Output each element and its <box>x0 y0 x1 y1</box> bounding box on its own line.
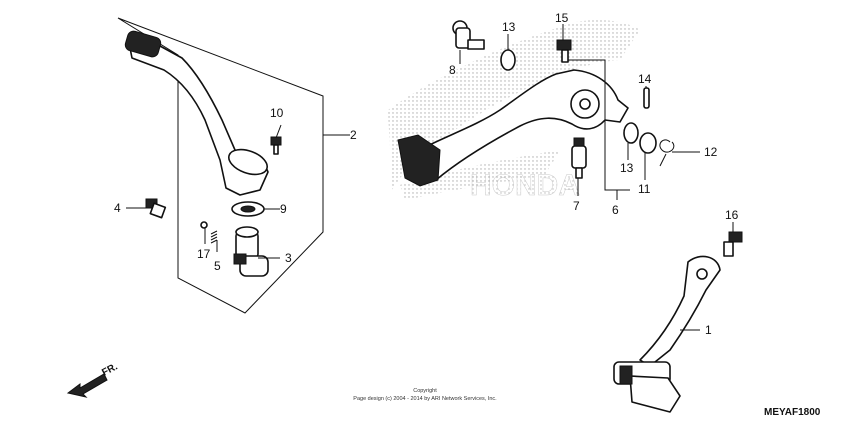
copyright-line-1: Copyright <box>413 388 437 394</box>
copyright-line-2: Page design (c) 2004 - 2014 by ARI Netwo… <box>353 396 497 402</box>
label-part-11: 11 <box>638 182 651 196</box>
label-part-15: 15 <box>555 11 569 25</box>
label-part-8: 8 <box>449 63 456 77</box>
washer-13-right <box>623 122 639 144</box>
kick-starter-arm <box>124 30 269 196</box>
spring-5 <box>210 230 218 244</box>
label-part-14: 14 <box>638 72 652 86</box>
honda-wing-watermark: HONDA <box>388 20 640 202</box>
steel-ball-17 <box>200 221 208 229</box>
label-part-9: 9 <box>280 202 287 216</box>
bolt-16 <box>723 231 743 257</box>
brake-pedal-bracket <box>568 59 630 200</box>
washer-11 <box>639 132 657 154</box>
bolt-15 <box>556 39 572 63</box>
pivot-bolt-8 <box>452 20 485 50</box>
clip-12 <box>659 139 675 167</box>
label-part-10: 10 <box>270 106 284 120</box>
label-part-7: 7 <box>573 199 580 213</box>
washer-13-top <box>500 49 516 71</box>
bolt-4 <box>145 198 167 219</box>
part-number-labels: 2 10 4 9 3 17 5 8 13 15 14 12 13 11 7 6 … <box>114 11 739 337</box>
label-part-16: 16 <box>725 208 739 222</box>
kick-spindle-3 <box>233 226 269 277</box>
label-part-2: 2 <box>350 128 357 142</box>
label-part-4: 4 <box>114 201 121 215</box>
label-part-13-top: 13 <box>502 20 516 34</box>
direction-label: FR. <box>100 361 120 378</box>
leader-lines <box>126 24 734 331</box>
label-part-5: 5 <box>214 259 221 273</box>
oil-seal-9 <box>231 201 265 217</box>
label-part-6: 6 <box>612 203 619 217</box>
switch-7 <box>571 137 587 179</box>
label-part-13-right: 13 <box>620 161 634 175</box>
label-part-12: 12 <box>704 145 718 159</box>
diagram-code: MEYAF1800 <box>764 407 821 418</box>
label-part-1: 1 <box>705 323 712 337</box>
front-direction-arrow: FR. <box>66 361 120 398</box>
brake-pedal-6 <box>397 69 629 187</box>
gear-change-pedal-1 <box>613 255 721 413</box>
honda-watermark-text: HONDA <box>470 169 580 202</box>
pin-14 <box>643 87 650 109</box>
label-part-17: 17 <box>197 247 211 261</box>
label-part-3: 3 <box>285 251 292 265</box>
bolt-10 <box>270 136 282 155</box>
